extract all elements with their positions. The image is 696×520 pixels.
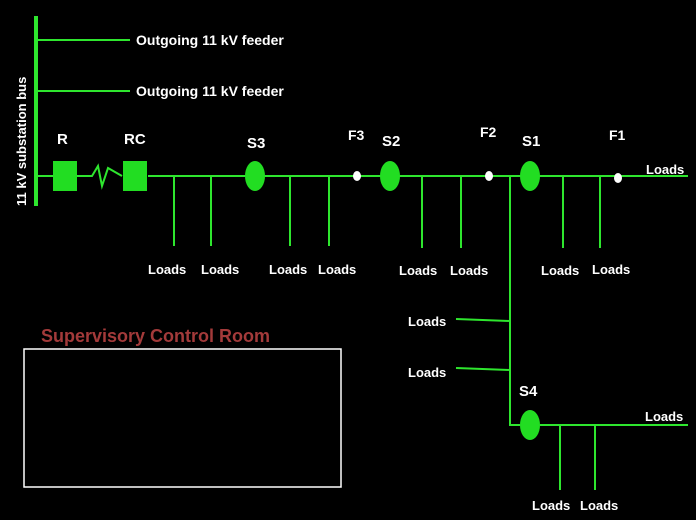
recloser-label: R (57, 131, 68, 148)
fault-f3-label: F3 (348, 127, 365, 143)
load-label: Loads (592, 262, 630, 277)
communication-link-icon (78, 163, 123, 190)
switch-s4-label: S4 (519, 383, 538, 400)
switch-s1-label: S1 (522, 133, 540, 150)
load-label: Loads (532, 498, 570, 513)
load-label: Loads (580, 498, 618, 513)
load-label-end: Loads (646, 162, 684, 177)
lateral-load-label: Loads (408, 365, 446, 380)
fault-f1-label: F1 (609, 127, 626, 143)
remote-control-rc (123, 161, 147, 191)
control-room-title: Supervisory Control Room (41, 326, 270, 346)
lateral-load-label: Loads (408, 314, 446, 329)
load-label: Loads (541, 263, 579, 278)
remote-control-label: RC (124, 131, 146, 148)
control-room-box (23, 348, 342, 488)
load-label: Loads (399, 263, 437, 278)
load-label: Loads (450, 263, 488, 278)
switch-s2 (380, 161, 400, 191)
lateral-load-tap (455, 318, 511, 322)
load-label: Loads (318, 262, 356, 277)
load-label-end: Loads (645, 409, 683, 424)
switch-s2-label: S2 (382, 133, 400, 150)
load-label: Loads (148, 262, 186, 277)
load-label: Loads (269, 262, 307, 277)
switch-s4 (520, 410, 540, 440)
load-label: Loads (201, 262, 239, 277)
fault-f2-marker (485, 171, 493, 181)
lateral-load-tap (455, 367, 511, 371)
switch-s3 (245, 161, 265, 191)
substation-bus-label: 11 kV substation bus (14, 77, 29, 206)
outgoing-feeder-2-label: Outgoing 11 kV feeder (136, 83, 284, 99)
recloser-r (53, 161, 77, 191)
switch-s3-label: S3 (247, 135, 265, 152)
fault-f2-label: F2 (480, 124, 497, 140)
lateral-branch-line (509, 176, 520, 426)
switch-s1 (520, 161, 540, 191)
fault-f1-marker (614, 173, 622, 183)
outgoing-feeder-1-label: Outgoing 11 kV feeder (136, 32, 284, 48)
fault-f3-marker (353, 171, 361, 181)
